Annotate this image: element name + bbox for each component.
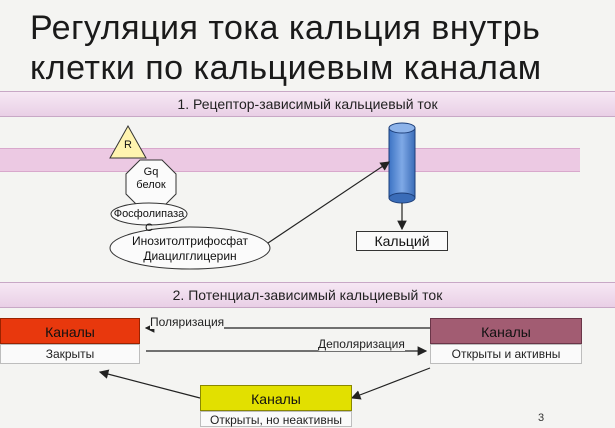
messengers-label: Инозитолтрифосфат Диацилглицерин: [112, 234, 268, 264]
cell-membrane: [0, 148, 580, 172]
receptor-label: R: [124, 139, 132, 151]
calcium-box: Кальций: [356, 231, 448, 251]
gq-protein-label: Gq белок: [126, 166, 176, 192]
gq-label-line2: белок: [136, 179, 166, 191]
messengers-line2: Диацилглицерин: [143, 249, 237, 263]
messengers-ellipse: [109, 226, 271, 270]
receptor-triangle: [109, 124, 147, 159]
phospholipase-label: Фосфолипаза С: [113, 208, 185, 234]
section1-heading: 1. Рецептор-зависимый кальциевый ток: [0, 91, 615, 117]
channel-closed-box: Каналы: [0, 318, 140, 344]
section2-heading: 2. Потенциал-зависимый кальциевый ток: [0, 282, 615, 308]
arrow-inactive-to-closed: [98, 369, 201, 399]
channel-inactive-status: Открыты, но неактивны: [200, 411, 352, 427]
channel-closed-status: Закрыты: [0, 344, 140, 364]
gq-label-line1: Gq: [143, 166, 159, 178]
channel-open-status: Открыты и активны: [430, 344, 582, 364]
slide-title: Регуляция тока кальция внутрь клетки по …: [30, 8, 600, 88]
channel-inactive-box: Каналы: [200, 385, 352, 411]
slide-title-line2: клетки по кальциевым каналам: [30, 49, 542, 87]
arrow-messengers-to-channel: [267, 161, 390, 244]
channel-open-box: Каналы: [430, 318, 582, 344]
slide-title-line1: Регуляция тока кальция внутрь: [30, 9, 541, 47]
phospholipase-ellipse: [110, 202, 188, 226]
edge-label-depolarization: Деполяризация: [318, 337, 405, 351]
arrow-open-to-inactive: [350, 367, 431, 400]
messengers-line1: Инозитолтрифосфат: [132, 234, 248, 248]
edge-label-polarization: Поляризация: [150, 315, 225, 329]
calcium-channel-cylinder: [388, 122, 416, 204]
page-number: 3: [538, 412, 545, 424]
